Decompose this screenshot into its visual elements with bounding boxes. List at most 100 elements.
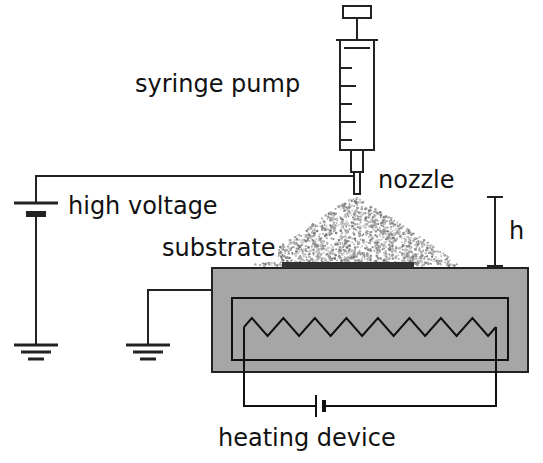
- spray-dot: [385, 253, 387, 255]
- spray-dot: [357, 226, 359, 228]
- spray-dot: [389, 242, 391, 244]
- spray-dot: [318, 251, 320, 253]
- spray-dot: [335, 224, 336, 225]
- spray-dot: [344, 236, 346, 238]
- spray-dot: [333, 257, 336, 260]
- spray-dot: [370, 243, 371, 244]
- spray-dot: [392, 221, 394, 223]
- spray-dot: [365, 219, 367, 221]
- spray-dot: [414, 237, 417, 240]
- spray-dot: [309, 249, 312, 252]
- spray-dot: [437, 250, 440, 253]
- spray-dot: [428, 245, 431, 248]
- spray-dot: [330, 219, 332, 221]
- spray-dot: [364, 217, 366, 219]
- spray-dot: [410, 257, 412, 259]
- spray-dot: [332, 220, 334, 222]
- spray-dot: [328, 256, 330, 258]
- spray-dot: [389, 232, 392, 235]
- spray-dot: [415, 237, 416, 238]
- spray-dot: [305, 235, 308, 238]
- spray-dot: [353, 244, 355, 246]
- spray-dot: [319, 250, 321, 252]
- spray-dot: [399, 231, 401, 233]
- spray-dot: [426, 255, 428, 257]
- spray-dot: [277, 254, 279, 256]
- spray-dot: [370, 231, 372, 233]
- spray-dot: [347, 209, 350, 212]
- spray-dot: [328, 255, 330, 257]
- spray-dot: [288, 248, 290, 250]
- heater-label: heating device: [216, 424, 398, 452]
- spray-dot: [383, 217, 385, 219]
- spray-dot: [363, 200, 365, 202]
- spray-dot: [390, 226, 392, 228]
- spray-dot: [301, 251, 304, 254]
- spray-dot: [349, 245, 351, 247]
- spray-dot: [353, 198, 355, 200]
- spray-dot: [325, 254, 327, 256]
- spray-dot: [304, 255, 306, 257]
- spray-dot: [353, 227, 356, 230]
- spray-dot: [404, 240, 406, 242]
- spray-dot: [341, 222, 343, 224]
- spray-dot: [366, 241, 367, 242]
- substrate-layer: [282, 262, 414, 268]
- spray-dot: [342, 242, 343, 243]
- spray-dot: [406, 236, 408, 238]
- spray-dot: [438, 258, 439, 259]
- spray-dot: [298, 234, 300, 236]
- spray-dot: [362, 225, 364, 227]
- spray-dot: [344, 249, 347, 252]
- syringe: [336, 6, 378, 194]
- spray-dot: [312, 248, 315, 251]
- spray-dot: [421, 242, 424, 245]
- spray-dot: [431, 253, 434, 256]
- spray-dot: [334, 218, 336, 220]
- spray-dot: [408, 249, 411, 252]
- spray-dot: [372, 246, 374, 248]
- spray-dot: [374, 223, 377, 226]
- spray-dot: [347, 251, 349, 253]
- spray-dot: [351, 214, 352, 215]
- nozzle-label: nozzle: [376, 166, 457, 194]
- spray-dot: [365, 248, 367, 250]
- spray-dot: [322, 251, 324, 253]
- spray-dot: [331, 258, 333, 260]
- spray-dot: [363, 233, 365, 235]
- spray-dot: [346, 222, 349, 225]
- spray-dot: [359, 218, 362, 221]
- spray-dot: [336, 225, 338, 227]
- spray-dot: [323, 257, 326, 260]
- spray-dot: [329, 212, 332, 215]
- spray-dot: [366, 252, 369, 255]
- spray-dot: [377, 239, 380, 242]
- spray-dot: [368, 221, 369, 222]
- spray-dot: [341, 238, 343, 240]
- spray-dot: [356, 215, 358, 217]
- spray-dot: [423, 264, 425, 266]
- spray-dot: [366, 223, 369, 226]
- spray-dot: [342, 228, 344, 230]
- spray-dot: [341, 226, 344, 229]
- spray-dot: [421, 245, 424, 248]
- spray-dot: [308, 253, 310, 255]
- spray-dot: [380, 246, 382, 248]
- spray-dot: [409, 233, 411, 235]
- spray-dot: [390, 238, 391, 239]
- spray-dot: [405, 233, 406, 234]
- spray-dot: [348, 216, 350, 218]
- spray-dot: [440, 255, 442, 257]
- spray-dot: [348, 251, 350, 253]
- spray-dot: [360, 239, 362, 241]
- spray-dot: [286, 249, 288, 251]
- spray-dot: [385, 215, 388, 218]
- spray-dot: [369, 248, 371, 250]
- spray-dot: [348, 228, 349, 229]
- spray-dot: [364, 220, 365, 221]
- spray-dot: [369, 225, 371, 227]
- spray-dot: [341, 218, 344, 221]
- spray-dot: [419, 247, 421, 249]
- spray-dot: [385, 238, 387, 240]
- spray-dot: [419, 257, 421, 259]
